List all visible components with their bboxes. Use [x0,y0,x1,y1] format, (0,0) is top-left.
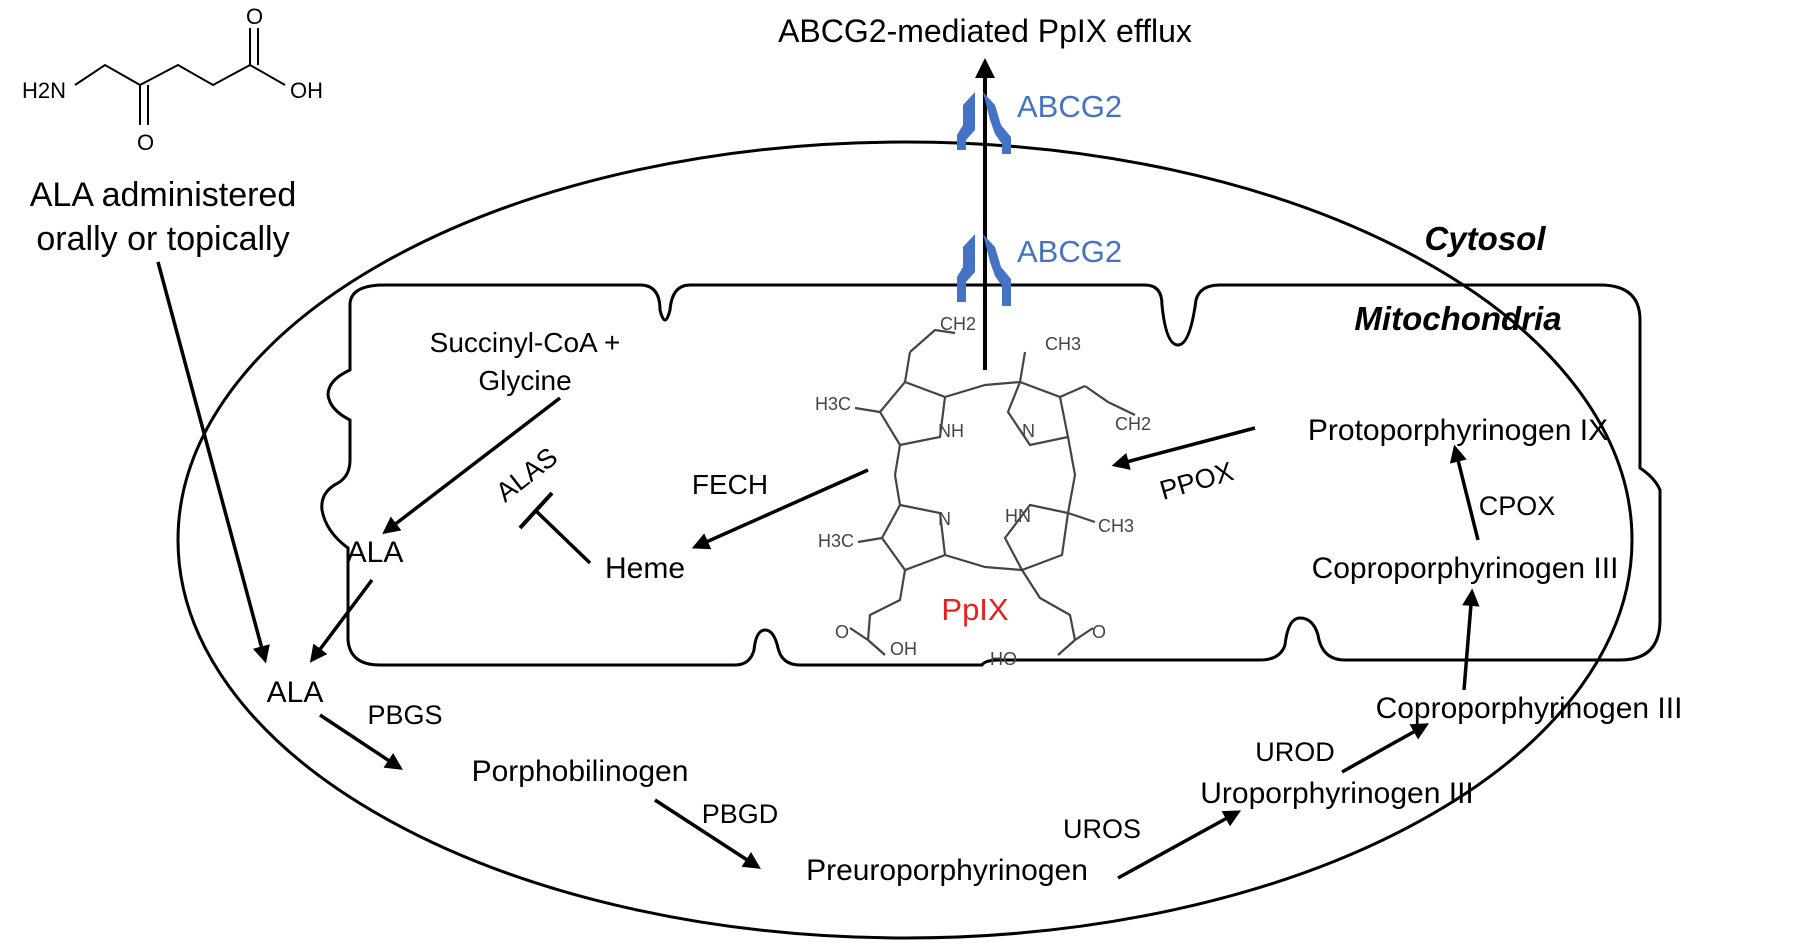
glycine-label: Glycine [478,365,571,396]
ppix-methyl-left-top: H3C [815,394,851,414]
heme-inhibition-bar [518,491,554,530]
arrow-copro-import [1462,588,1480,691]
abcg2-transporter-outer [957,92,1011,154]
pbgs-label: PBGS [367,700,442,730]
ppix-hn: HN [1005,506,1031,526]
cytosol-label: Cytosol [1424,220,1546,257]
ppix-structure [849,328,1136,656]
ppix-oh-left: OH [890,639,917,659]
ppix-methyl-top: CH3 [1045,334,1081,354]
preuroporphyrinogen-label: Preuroporphyrinogen [806,854,1088,887]
ppix-n-bottom: N [938,509,951,529]
ppix-methyl-right-bottom: CH3 [1098,516,1134,536]
cpox-label: CPOX [1479,491,1556,521]
abcg2-transporter-inner [957,234,1011,306]
arrow-uros [1117,810,1242,880]
ppix-vinyl-top: CH2 [940,314,976,334]
ppix-ho-right: HO [990,649,1017,669]
alas-label: ALAS [490,442,563,508]
ala-structure-acid-oh: OH [290,78,323,103]
uroporphyrinogen-label: Uroporphyrinogen III [1200,777,1474,810]
administration-line2: orally or topically [36,220,289,258]
ppox-label: PPOX [1156,456,1236,506]
urod-label: UROD [1255,737,1335,767]
arrow-fech [691,468,869,550]
arrow-alas [382,396,562,535]
ala-structure-ketone-o: O [137,130,154,155]
cell-membrane [176,140,1634,940]
heme-label: Heme [605,552,685,585]
heme-inhibition-line [533,508,592,565]
coproporphyrinogen-mitochondrial-label: Coproporphyrinogen III [1312,552,1619,585]
abcg2-label-outer: ABCG2 [1017,89,1122,124]
administration-line1: ALA administered [30,176,297,214]
arrow-pbgd [654,798,761,869]
efflux-title: ABCG2-mediated PpIX efflux [778,13,1192,49]
arrow-pbgs [319,713,403,770]
ppix-o-left: O [835,622,849,642]
ala-cytosolic-label: ALA [267,676,324,709]
ppix-vinyl-right: CH2 [1115,414,1151,434]
ala-structure-amine: H2N [22,78,66,103]
arrow-ppox [1111,426,1256,470]
porphobilinogen-label: Porphobilinogen [472,755,689,788]
protoporphyrinogen-label: Protoporphyrinogen IX [1308,414,1608,447]
pbgd-label: PBGD [702,799,779,829]
arrow-cpox [1449,444,1480,541]
mitochondria-label: Mitochondria [1354,300,1561,337]
ala-mitochondrial-label: ALA [347,536,404,569]
ppix-label: PpIX [941,592,1009,627]
abcg2-label-inner: ABCG2 [1017,234,1122,269]
mitochondria-membrane [320,283,1662,667]
arrow-administration-to-ala [156,261,270,664]
ppix-nh: NH [938,421,964,441]
arrow-ala-export [309,578,374,663]
arrow-urod [1341,723,1430,774]
ppix-methyl-left-bottom: H3C [818,531,854,551]
ala-structure-acid-o: O [246,4,263,29]
coproporphyrinogen-cytosolic-label: Coproporphyrinogen III [1376,692,1683,725]
succinyl-coa-label: Succinyl-CoA + [430,327,621,358]
ppix-n-top: N [1022,421,1035,441]
ppix-atoms: CH2 CH2 CH3 H3C H3C CH3 NH N N HN O OH H… [815,314,1151,669]
fech-label: FECH [692,469,768,500]
uros-label: UROS [1063,814,1141,844]
ala-structure [74,28,286,125]
ppix-o-right: O [1092,622,1106,642]
